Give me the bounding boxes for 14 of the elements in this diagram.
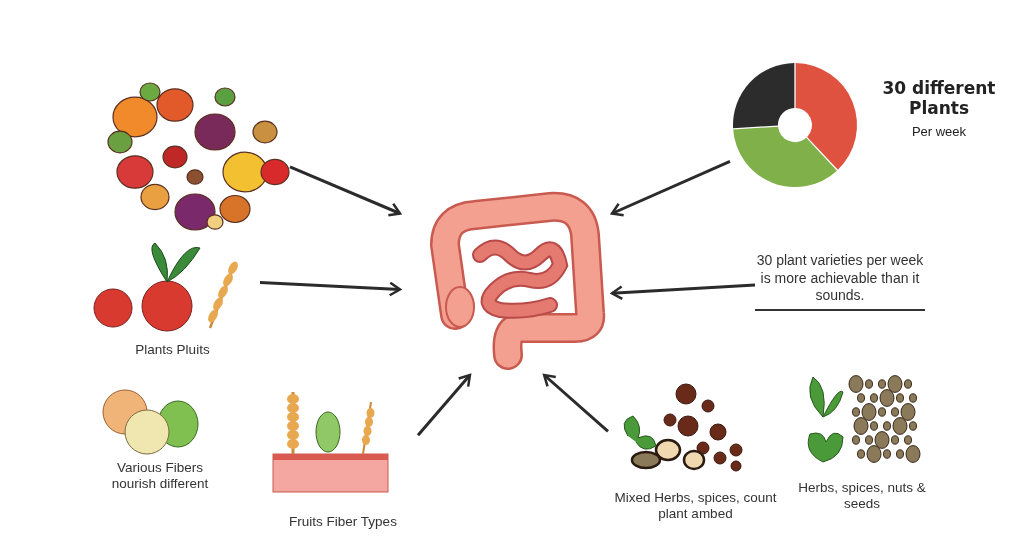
- node-label: Herbs, spices, nuts & seeds: [798, 479, 926, 512]
- arrow: [610, 160, 731, 217]
- arrow: [289, 165, 402, 217]
- node-label: Fruits Fiber Types: [288, 513, 398, 530]
- heading: 30 different Plants: [881, 78, 997, 119]
- subheading: Per week: [910, 124, 968, 140]
- node-label: Plants Pluits: [134, 341, 211, 358]
- arrow: [416, 373, 472, 437]
- arrow: [610, 283, 756, 301]
- arrow: [542, 373, 609, 433]
- node-label: Various Fibers nourish different: [110, 459, 210, 492]
- node-label: Mixed Herbs, spices, count plant ambed: [613, 489, 778, 522]
- arrow: [259, 280, 402, 297]
- node-label: 30 plant varieties per week is more achievable than it sounds.: [755, 252, 925, 311]
